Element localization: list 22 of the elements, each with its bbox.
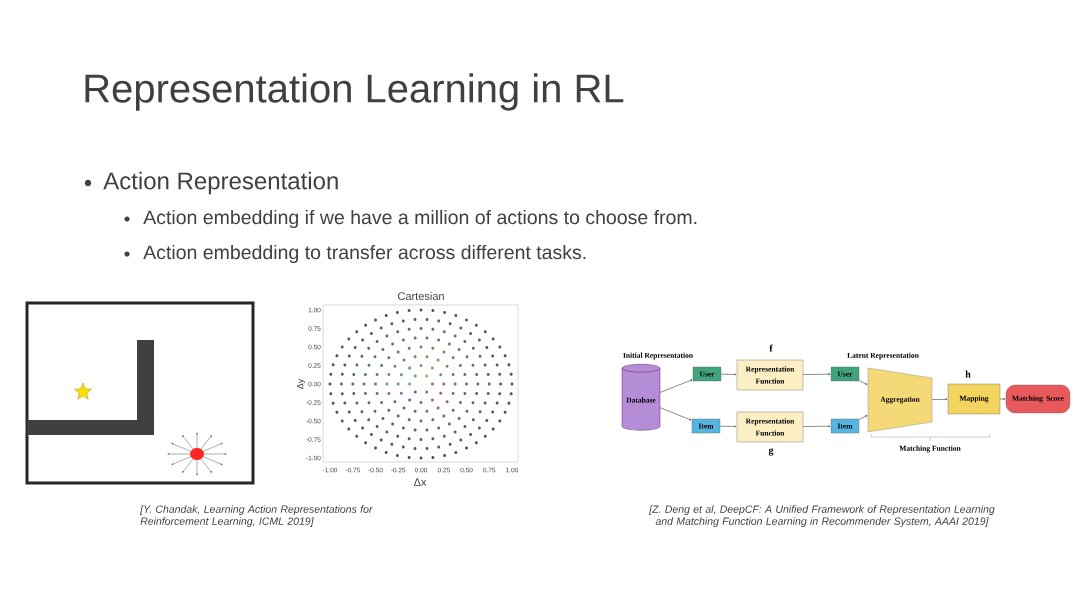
function-letter: g bbox=[768, 448, 774, 456]
bullet-text: Action embedding to transfer across different tasks. bbox=[143, 244, 586, 264]
bullet-text: Action embedding if we have a million of actions to choose from. bbox=[143, 209, 697, 229]
citation: [Y. Chandak, Learning Action Representations for Reinforcement Learning, ICML 2019] bbox=[140, 505, 373, 527]
arrow bbox=[720, 373, 737, 376]
axis-label: Δy bbox=[297, 378, 306, 389]
arrow bbox=[659, 379, 693, 393]
arrow bbox=[931, 398, 948, 401]
function-letter: f bbox=[769, 344, 773, 352]
chart-title: Cartesian bbox=[398, 291, 444, 301]
arrow bbox=[858, 415, 868, 420]
arrow bbox=[802, 425, 831, 428]
arrow bbox=[858, 380, 868, 385]
citation: [Z. Deng et al, DeepCF: A Unified Framework of Representation Learning and Matching Function Learning in Recommender System, AAAI 2019] bbox=[649, 505, 995, 527]
function-letter: h bbox=[965, 370, 971, 378]
axis-label: Δx bbox=[413, 478, 427, 486]
slide-title: Representation Learning in RL bbox=[85, 73, 624, 111]
arrow bbox=[719, 425, 737, 428]
bullet-text: Action Representation bbox=[103, 171, 338, 195]
arrow bbox=[999, 398, 1006, 400]
arrow bbox=[659, 407, 692, 421]
arrow bbox=[802, 373, 831, 376]
